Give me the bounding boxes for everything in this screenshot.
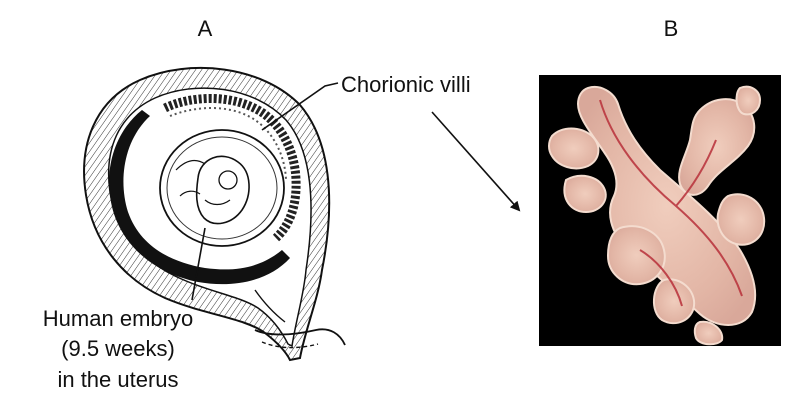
chorionic-villi-photo	[539, 75, 781, 346]
chorionic-villi-label: Chorionic villi	[341, 72, 471, 97]
panel-b-letter: B	[664, 16, 679, 41]
embryo-label-line1: Human embryo	[43, 306, 193, 331]
panel-a-letter: A	[198, 16, 213, 41]
embryo-label-line3: in the uterus	[57, 367, 178, 392]
embryo-label-line2: (9.5 weeks)	[61, 336, 175, 361]
chorionic-villi-arrow	[432, 112, 519, 210]
